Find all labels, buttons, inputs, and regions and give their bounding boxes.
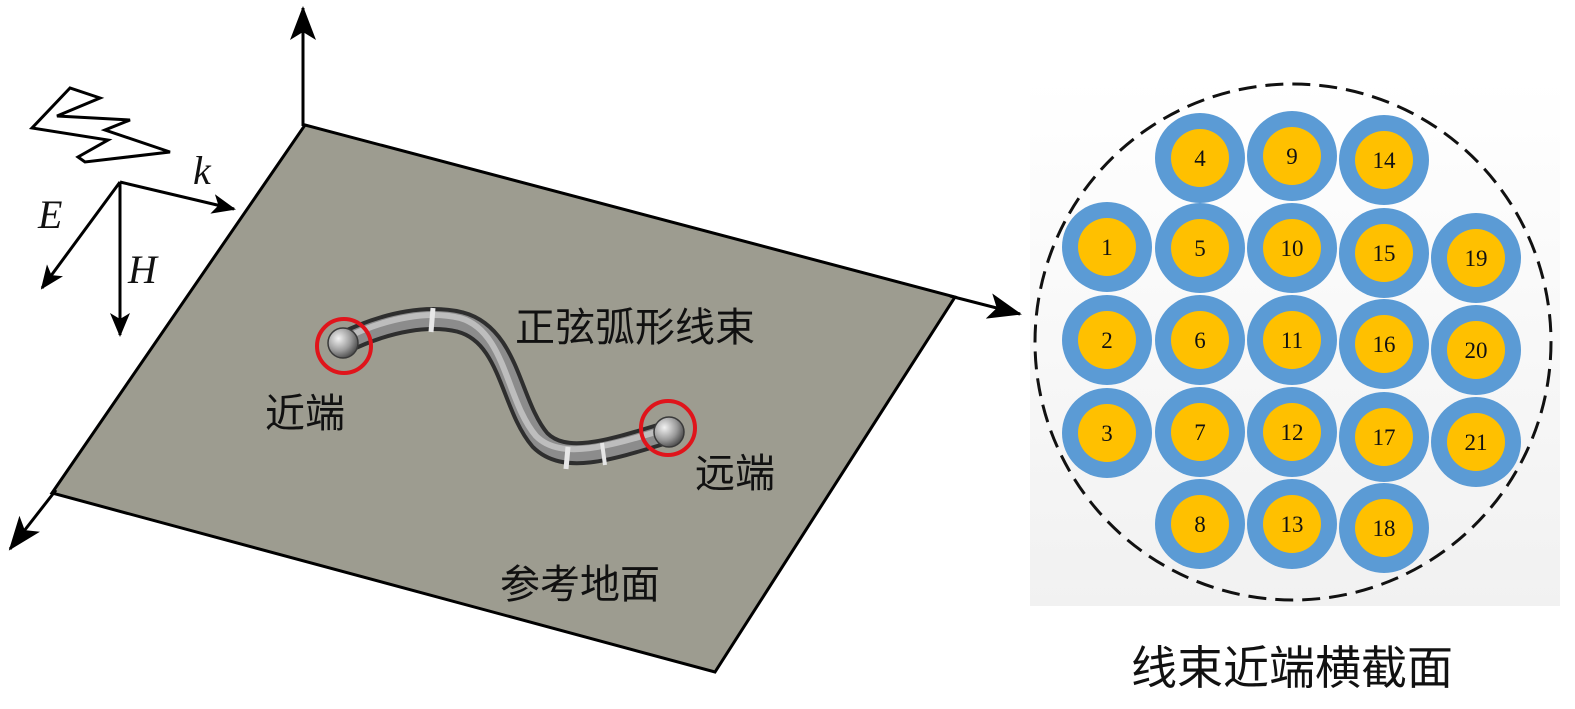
wire-4-conductor — [1171, 129, 1229, 187]
y-axis-arrow — [8, 489, 58, 551]
near-end-label: 近端 — [265, 391, 345, 437]
wire-5-label: 5 — [1194, 236, 1206, 261]
wire-13-label: 13 — [1281, 512, 1304, 537]
wire-17-conductor — [1355, 408, 1413, 466]
wire-18-conductor — [1355, 499, 1413, 557]
near-end-marker — [315, 317, 373, 375]
e-vector-arrow — [40, 181, 122, 290]
wire-21-conductor — [1447, 413, 1505, 471]
wire-14-label: 14 — [1373, 148, 1397, 173]
wire-9-label: 9 — [1286, 144, 1298, 169]
bundle-outline — [1033, 82, 1553, 602]
far-end-marker — [639, 399, 697, 457]
wire-9-conductor — [1263, 127, 1321, 185]
wire-20-label: 20 — [1465, 338, 1488, 363]
reference-ground-plane — [49, 123, 958, 674]
k-vector-arrow — [119, 180, 236, 214]
wire-6-conductor — [1171, 311, 1229, 369]
far-end-ball — [653, 416, 685, 448]
wire-11-conductor — [1263, 311, 1321, 369]
cross-section-title: 线束近端横截面 — [1131, 641, 1453, 695]
bundle-label: 正弦弧形线束 — [515, 305, 755, 351]
near-end-ball — [327, 327, 359, 359]
wire-4-label: 4 — [1194, 146, 1206, 171]
wire-13-conductor — [1263, 495, 1321, 553]
wire-16-conductor — [1355, 315, 1413, 373]
wire-7-conductor — [1171, 403, 1229, 461]
wire-8-conductor — [1171, 495, 1229, 553]
wire-16-label: 16 — [1373, 332, 1396, 357]
wire-17-label: 17 — [1373, 425, 1396, 450]
wire-14-conductor — [1355, 131, 1413, 189]
wire-12-conductor — [1263, 403, 1321, 461]
wire-3-conductor — [1078, 404, 1136, 462]
wire-3-label: 3 — [1101, 421, 1113, 446]
wire-10-label: 10 — [1281, 236, 1304, 261]
lightning-icon — [28, 86, 171, 164]
wire-2-label: 2 — [1101, 328, 1113, 353]
wire-1-conductor — [1078, 218, 1136, 276]
wire-2-conductor — [1078, 311, 1136, 369]
wire-15-label: 15 — [1373, 241, 1396, 266]
wire-8-label: 8 — [1194, 512, 1206, 537]
wire-12-label: 12 — [1281, 420, 1304, 445]
wire-19-conductor — [1447, 229, 1505, 287]
x-axis-arrow — [949, 293, 1022, 319]
wire-15-conductor — [1355, 224, 1413, 282]
wire-19-label: 19 — [1465, 246, 1488, 271]
sinusoidal-harness — [331, 307, 681, 470]
h-label: H — [127, 247, 159, 292]
wire-21-label: 21 — [1465, 430, 1488, 455]
wire-20-conductor — [1447, 321, 1505, 379]
k-label: k — [193, 148, 212, 193]
far-end-label: 远端 — [695, 451, 775, 497]
wire-11-label: 11 — [1281, 328, 1303, 353]
wire-6-label: 6 — [1194, 328, 1206, 353]
wire-1-label: 1 — [1101, 235, 1113, 260]
wire-5-conductor — [1171, 219, 1229, 277]
e-label: E — [37, 192, 62, 237]
wire-10-conductor — [1263, 219, 1321, 277]
ground-label: 参考地面 — [500, 562, 660, 608]
wire-7-label: 7 — [1194, 420, 1206, 445]
wire-18-label: 18 — [1373, 516, 1396, 541]
